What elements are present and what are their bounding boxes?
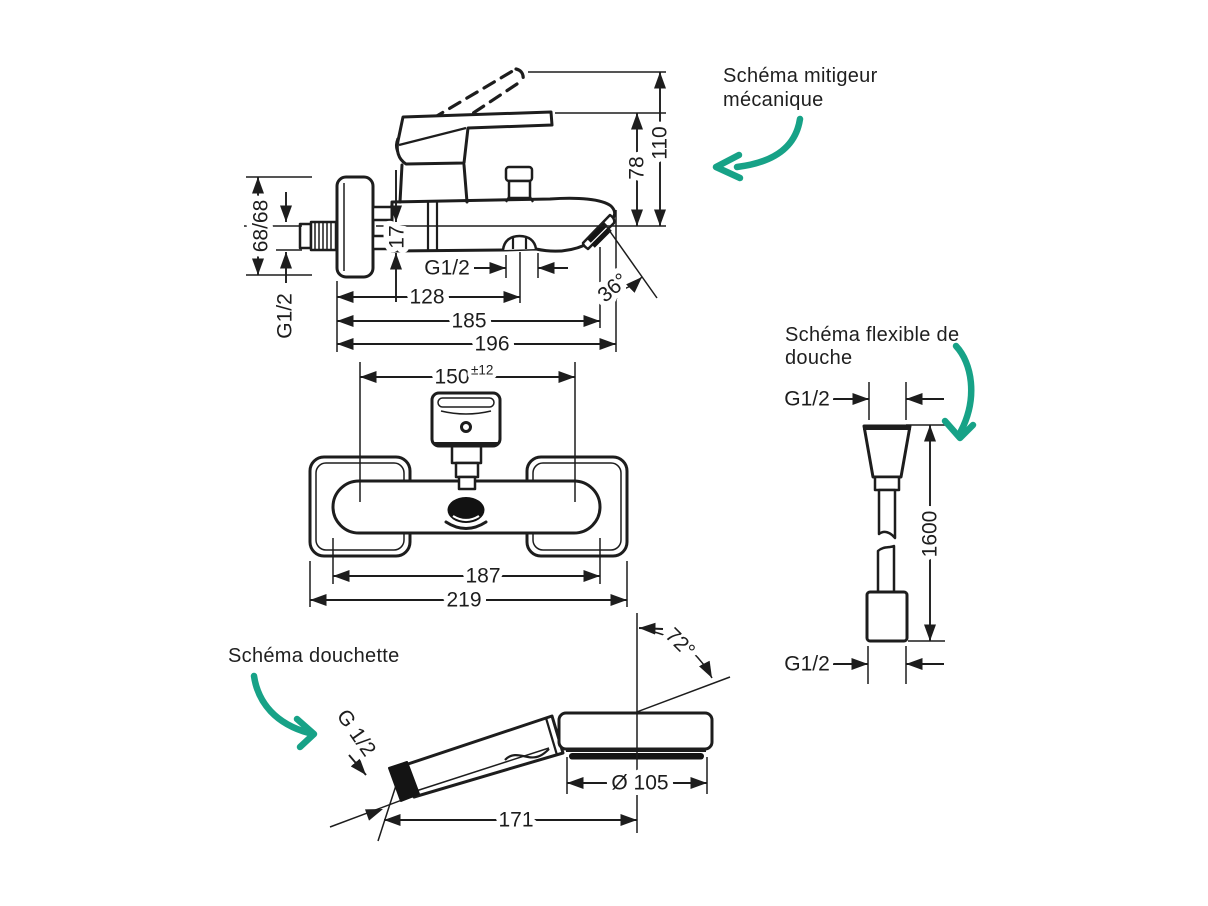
callout-hose: Schéma flexible de douche <box>785 324 977 442</box>
hose-view: G1/2 1600 G1/2 <box>779 382 947 684</box>
handshower-thread-arrow <box>348 754 367 776</box>
hose-top-nut <box>862 424 912 479</box>
hose-top-collar <box>873 475 901 492</box>
dim-head-angle: 72° <box>661 624 700 663</box>
dim-body-width: 187 <box>465 565 500 588</box>
dim-hose-top-thread: G1/2 <box>784 388 830 411</box>
dim-spout-depth: 185 <box>451 310 486 333</box>
callout-handshower: Schéma douchette <box>228 645 400 751</box>
handshower-handle-inner <box>415 747 550 792</box>
mixer-front-view: 150 ±12 187 219 <box>308 359 629 617</box>
callout-hose-line2: douche <box>785 347 852 369</box>
dim-lines-bottom <box>336 210 617 352</box>
callout-handshower-line1: Schéma douchette <box>228 645 400 667</box>
handshower-ring-line <box>544 717 559 756</box>
dim-outlet-thread: G1/2 <box>424 257 470 280</box>
callout-mixer-line1: Schéma mitigeur <box>723 65 878 87</box>
handshower-angle-annotation <box>638 622 713 679</box>
handshower-head <box>557 711 714 751</box>
spray-angle-annotation <box>603 222 658 300</box>
front-center-ext-lines <box>359 362 576 502</box>
front-diverter-knob <box>444 497 488 530</box>
dim-outlet-center-depth: 128 <box>409 286 444 309</box>
dim-hose-length: 1600 <box>919 511 942 558</box>
callout-mixer: Schéma mitigeur mécanique <box>712 65 878 182</box>
dim-handle-height: 78 <box>626 156 649 179</box>
hose-bottom-nut <box>865 590 909 643</box>
handshower-cone-end <box>388 761 420 802</box>
callout-hose-line1: Schéma flexible de <box>785 324 959 346</box>
callout-mixer-line2: mécanique <box>723 89 824 111</box>
dim-overall-width: 219 <box>446 589 481 612</box>
curved-arrow-handshower-icon <box>250 672 318 751</box>
dim-hole-centers: 150 <box>434 366 469 389</box>
dim-handshower-thread: G 1/2 <box>332 705 380 760</box>
dim-lines-right <box>631 72 666 226</box>
dim-lines-left <box>246 170 402 302</box>
mixer-side-view: 110 78 68/68 G1/2 17 G1/2 128 185 196 36… <box>244 67 677 361</box>
mixer-stub-top <box>371 205 394 222</box>
curved-arrow-mixer-icon <box>712 115 804 182</box>
dim-inlet-thread: G1/2 <box>274 293 297 339</box>
dim-head-diameter: Ø 105 <box>611 772 668 795</box>
dim-wall-plate: 68/68 <box>250 200 273 253</box>
hose-tube-upper <box>877 488 897 540</box>
front-dim-lines <box>309 371 628 607</box>
dim-port-offset: 17 <box>386 225 409 248</box>
handshower-axis-arrow <box>365 809 383 821</box>
mixer-escutcheon-side <box>335 175 375 279</box>
mixer-aerator <box>581 213 616 251</box>
dim-overall-height: 110 <box>649 126 672 159</box>
dim-hose-bottom-thread: G1/2 <box>784 653 830 676</box>
dim-handshower-length: 171 <box>498 809 533 832</box>
handshower-dim-lines <box>384 757 708 826</box>
mixer-body <box>390 196 617 253</box>
dim-overall-depth: 196 <box>474 333 509 356</box>
curved-arrow-hose-icon <box>941 342 977 442</box>
front-cartridge <box>430 391 502 491</box>
mixer-handle-inner-line <box>398 126 467 147</box>
hose-dim-lines <box>833 382 945 684</box>
hose-tube-lower <box>876 544 896 594</box>
mixer-inlet-thread <box>298 220 338 252</box>
dim-hole-centers-tolerance: ±12 <box>471 363 493 378</box>
mixer-handle <box>395 110 554 166</box>
mixer-shower-port <box>504 165 534 203</box>
mixer-outlet-dome <box>501 234 538 251</box>
handshower-trigger-detail <box>504 748 550 761</box>
mixer-handle-neck <box>398 163 469 204</box>
